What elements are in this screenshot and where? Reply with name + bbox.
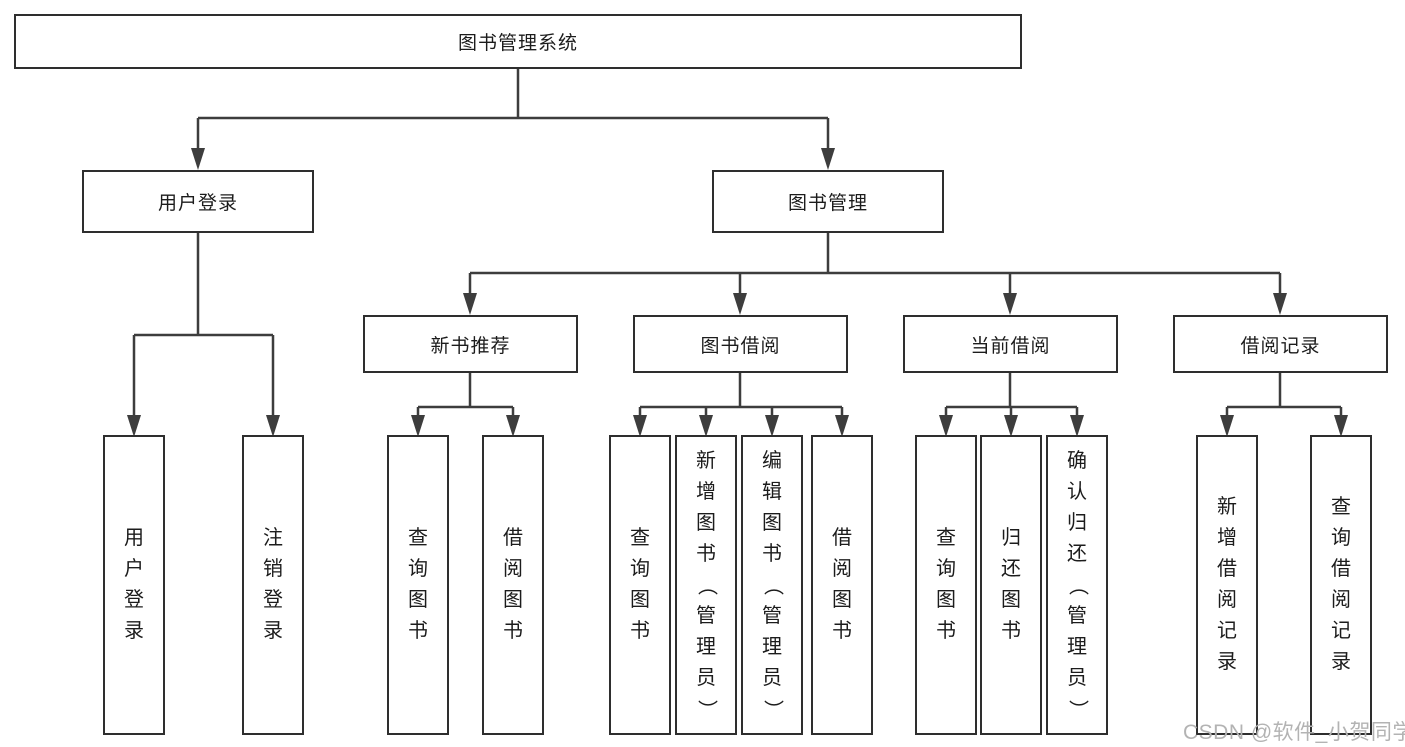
connector-bookmgmt-to-level3: [468, 233, 1282, 298]
node-library-management-system: 图书管理系统: [14, 14, 1022, 69]
node-book-management: 图书管理: [712, 170, 944, 233]
leaf-bb-query-books: 查询图书: [609, 435, 671, 735]
arrowhead-icon: [191, 148, 205, 170]
connector-root-to-level2: [196, 69, 830, 152]
connector-currentborrow-to-leaves: [944, 373, 1079, 418]
arrowhead-icon: [1070, 415, 1084, 437]
arrowhead-icon: [266, 415, 280, 437]
leaf-logout: 注销登录: [242, 435, 304, 735]
node-new-book-recommend: 新书推荐: [363, 315, 578, 373]
connector-newbookrec-to-leaves: [416, 373, 515, 418]
csdn-watermark: CSDN @软件_小贺同学: [1183, 721, 1405, 744]
arrowhead-icon: [1220, 415, 1234, 437]
connector-userlogin-to-leaves: [132, 233, 275, 418]
leaf-bb-add-book-admin: 新增图书（管理员）: [675, 435, 737, 735]
arrowhead-icon: [733, 293, 747, 315]
arrowhead-icon: [835, 415, 849, 437]
arrowhead-icon: [1003, 293, 1017, 315]
connector-borrowrecords-to-leaves: [1225, 373, 1343, 418]
arrowhead-icon: [633, 415, 647, 437]
leaf-br-add-record: 新增借阅记录: [1196, 435, 1258, 735]
node-borrowing-records: 借阅记录: [1173, 315, 1388, 373]
leaf-bb-edit-book-admin: 编辑图书（管理员）: [741, 435, 803, 735]
arrowhead-icon: [939, 415, 953, 437]
arrowhead-icon: [463, 293, 477, 315]
arrowhead-icon: [1004, 415, 1018, 437]
node-current-borrowing: 当前借阅: [903, 315, 1118, 373]
leaf-rec-query-books: 查询图书: [387, 435, 449, 735]
leaf-cb-query-books: 查询图书: [915, 435, 977, 735]
leaf-user-login: 用户登录: [103, 435, 165, 735]
leaf-bb-borrow-books: 借阅图书: [811, 435, 873, 735]
arrowhead-icon: [127, 415, 141, 437]
arrowhead-icon: [506, 415, 520, 437]
leaf-rec-borrow-books: 借阅图书: [482, 435, 544, 735]
node-user-login: 用户登录: [82, 170, 314, 233]
arrowhead-icon: [1334, 415, 1348, 437]
arrowhead-icon: [699, 415, 713, 437]
arrowhead-icon: [765, 415, 779, 437]
leaf-br-query-record: 查询借阅记录: [1310, 435, 1372, 735]
arrowhead-icon: [411, 415, 425, 437]
arrowhead-icon: [1273, 293, 1287, 315]
leaf-cb-return-books: 归还图书: [980, 435, 1042, 735]
connector-bookborrow-to-leaves: [638, 373, 844, 418]
leaf-cb-confirm-return-admin: 确认归还（管理员）: [1046, 435, 1108, 735]
node-book-borrowing: 图书借阅: [633, 315, 848, 373]
arrowhead-icon: [821, 148, 835, 170]
